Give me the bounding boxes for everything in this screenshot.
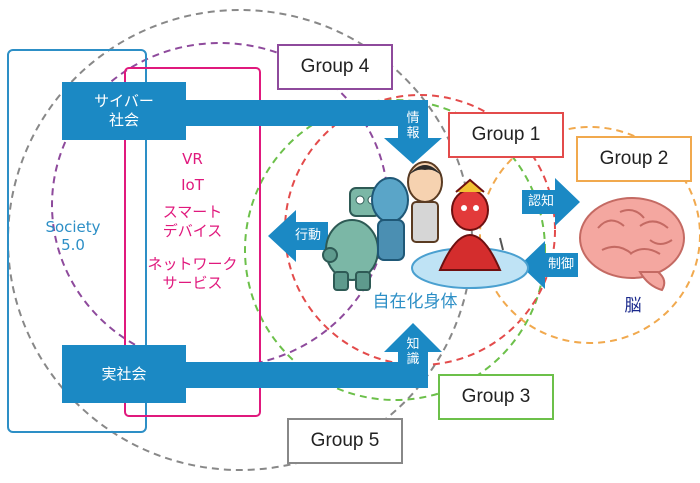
- group4-box: Group 4: [277, 44, 393, 90]
- group1-box: Group 1: [448, 112, 564, 158]
- blue-avatar: [371, 177, 409, 261]
- information-flow-arrow: [185, 100, 442, 164]
- group3-label: Group 3: [461, 386, 531, 407]
- society-label: Society 5.0: [45, 218, 101, 254]
- group1-label: Group 1: [471, 124, 541, 145]
- brain-illustration: [579, 197, 685, 292]
- cyber-society-label: サイバー 社会: [94, 92, 154, 129]
- society-frame: [7, 49, 147, 433]
- knowledge-flow-arrow: [185, 323, 442, 388]
- group2-box: Group 2: [576, 136, 692, 182]
- real-society-label: 実社会: [101, 364, 147, 383]
- deity-avatar: [411, 178, 529, 289]
- tech-item-iot: IoT: [181, 176, 204, 194]
- technology-frame: [124, 67, 261, 417]
- group5-box: Group 5: [287, 418, 403, 464]
- group5-label: Group 5: [310, 430, 380, 451]
- group4-label: Group 4: [300, 56, 370, 77]
- information-label: 情 報: [406, 111, 420, 141]
- tech-item-vr: VR: [182, 150, 203, 168]
- human-avatar: [407, 161, 443, 243]
- action-label: 行動: [294, 228, 321, 243]
- tech-item-network-service: ネットワーク サービス: [147, 255, 238, 292]
- group2-circle: [479, 126, 700, 344]
- knowledge-label: 知 識: [406, 337, 420, 367]
- control-label: 制御: [547, 257, 574, 272]
- brain-label: 脳: [624, 296, 642, 316]
- group3-box: Group 3: [438, 374, 554, 420]
- cyber-society-box: サイバー 社会: [62, 82, 186, 140]
- real-society-box: 実社会: [62, 345, 186, 403]
- group2-label: Group 2: [599, 148, 669, 169]
- action-arrow: [268, 210, 328, 262]
- cognition-arrow: [522, 178, 580, 226]
- avatar-label: 自在化身体: [372, 292, 458, 312]
- tech-item-smart-device: スマート デバイス: [162, 203, 223, 240]
- cognition-label: 認知: [527, 194, 554, 209]
- control-arrow: [520, 241, 578, 289]
